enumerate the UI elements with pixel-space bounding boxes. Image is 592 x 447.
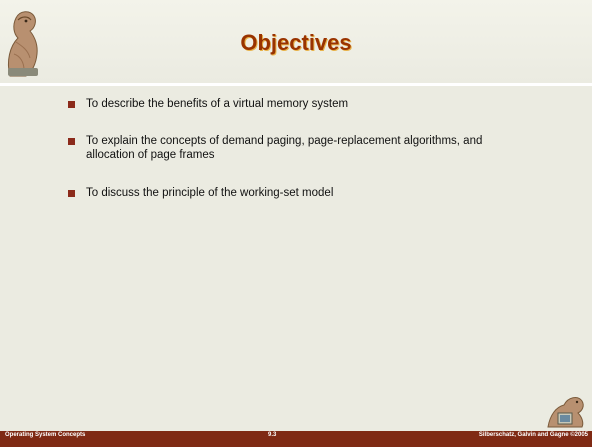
bullet-square-icon: [68, 101, 75, 108]
title-divider: [0, 83, 592, 86]
bullet-item: To explain the concepts of demand paging…: [68, 134, 568, 162]
slide-title: Objectives: [240, 30, 352, 55]
dinosaur-computer-icon: [547, 397, 584, 428]
title-band: [0, 0, 592, 83]
footer-copyright: Silberschatz, Galvin and Gagne ©2005: [478, 432, 588, 438]
bullet-square-icon: [68, 138, 75, 145]
footer-slide-number: 9.3: [268, 432, 277, 438]
bullet-item: To describe the benefits of a virtual me…: [68, 97, 568, 111]
footer-book-title: Operating System Concepts: [5, 432, 86, 438]
footer-band: [0, 431, 592, 447]
bullet-square-icon: [68, 190, 75, 197]
dinosaur-logo-icon: [7, 11, 38, 77]
bullet-item: To discuss the principle of the working-…: [68, 186, 568, 200]
bullet-text: To discuss the principle of the working-…: [86, 187, 334, 199]
bullet-text: To explain the concepts of demand paging…: [86, 135, 483, 161]
bullet-text: To describe the benefits of a virtual me…: [86, 98, 349, 110]
